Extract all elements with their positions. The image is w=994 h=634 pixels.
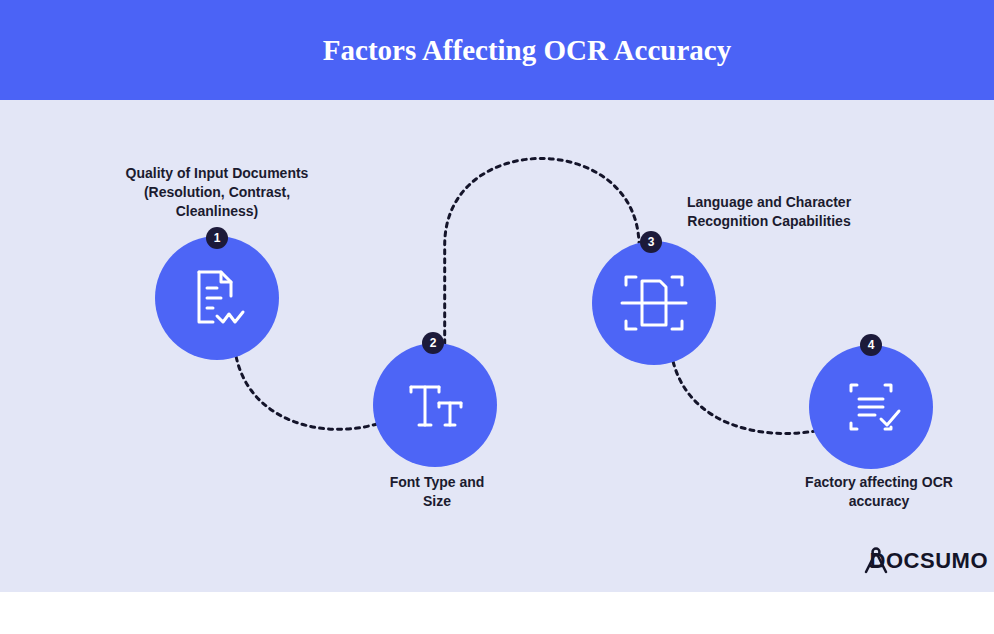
factor-circle: Factory affecting OCR accuracy [809,345,933,469]
factor-icon [373,343,497,467]
dashed-connector [236,357,376,429]
factor-heading: Language and Character Recognition Capab… [669,193,869,231]
factor-icon [592,241,716,365]
factor-heading: Quality of Input Documents (Resolution, … [107,164,327,221]
callout-number: 1 [206,227,228,249]
factor-circle: Language and Character Recognition Capab… [592,241,716,365]
callout-number: 4 [860,334,882,356]
factor-heading: Factory affecting OCR accuracy [804,473,954,511]
factor-icon [809,345,933,469]
callout-number: 2 [422,332,444,354]
factor-circle: Quality of Input Documents (Resolution, … [155,236,279,360]
diagram-title: Factors Affecting OCR Accuracy [0,0,994,100]
factor-circle: Font Type and Size [373,343,497,467]
factor-icon [155,236,279,360]
callout-number: 3 [640,231,662,253]
factor-heading: Font Type and Size [375,473,499,511]
dashed-connector [673,362,814,434]
brand-logo: DOCSUMO [870,548,988,574]
